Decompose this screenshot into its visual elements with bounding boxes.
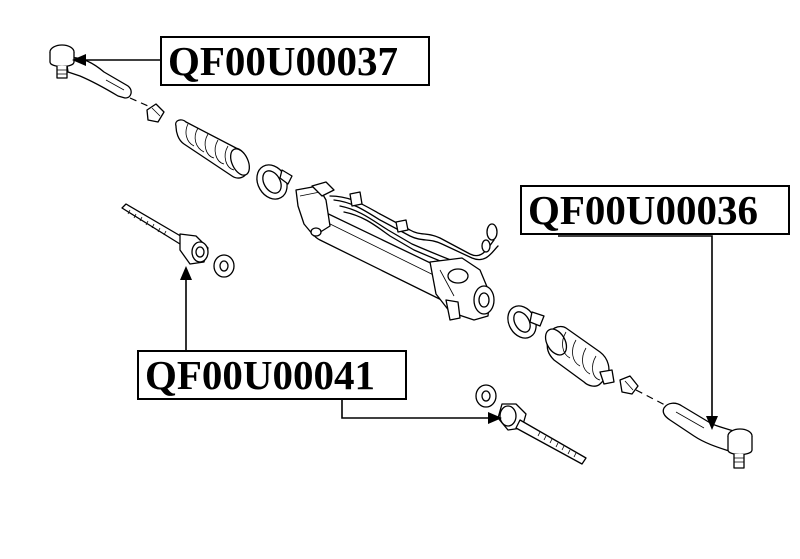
part-number-label-inner: QF00U00041 <box>137 350 407 400</box>
clamp-right <box>507 305 545 339</box>
part-number-label-outer-right: QF00U00036 <box>520 185 790 235</box>
inner-tie-rod-right <box>475 384 587 465</box>
clip-left <box>146 103 165 123</box>
tie-rod-end-left <box>49 44 132 99</box>
inner-tie-rod-left <box>121 203 235 278</box>
clip-right <box>619 375 639 395</box>
tie-rod-end-right <box>662 402 753 469</box>
part-number-label-outer-left: QF00U00037 <box>160 36 430 86</box>
leader-arrows <box>72 54 718 430</box>
boot-left <box>175 119 251 179</box>
boot-right <box>544 325 615 387</box>
axis-dashes <box>129 97 666 406</box>
rack-housing <box>295 181 499 321</box>
clamp-left <box>256 164 293 200</box>
